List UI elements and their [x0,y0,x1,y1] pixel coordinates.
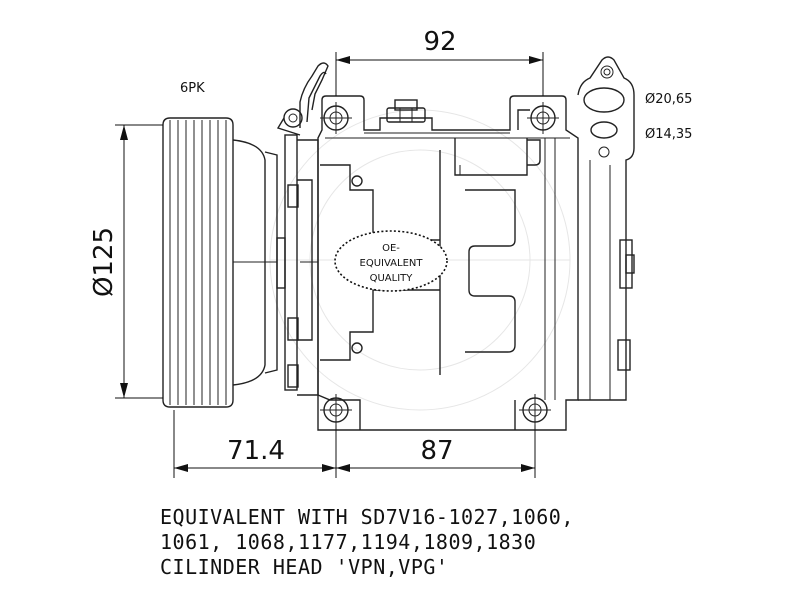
belt-profile-label: 6PK [180,81,205,96]
port-block [577,56,635,401]
notes-line-2: 1061, 1068,1177,1194,1809,1830 [160,530,537,554]
notes-line-1: EQUIVALENT WITH SD7V16-1027,1060, [160,505,574,529]
mounting-holes [320,102,559,426]
port-small-label: Ø14,35 [645,127,692,142]
port-large-label: Ø20,65 [645,92,692,107]
badge-line-1: OE- [382,243,400,254]
dimension-bottom: 71.4 87 [173,410,536,478]
notes-line-3: CILINDER HEAD 'VPN,VPG' [160,555,449,579]
dim-mount-label: 87 [420,436,453,466]
mounting-hole-top-left [320,102,352,134]
dimension-pulley-diameter: Ø125 [89,124,163,399]
port-labels: Ø20,65 Ø14,35 [645,92,692,142]
mounting-hole-bottom-left [320,394,352,426]
mounting-hole-bottom-right [519,394,551,426]
dim-pulley-diameter-label: Ø125 [89,227,119,297]
badge-line-3: QUALITY [370,273,414,284]
dimension-top: 92 [335,27,544,96]
pulley-assembly [162,117,286,408]
mounting-hole-top-right [527,102,559,134]
compatibility-notes: EQUIVALENT WITH SD7V16-1027,1060, 1061, … [160,505,574,580]
dim-top-label: 92 [423,27,456,57]
dim-clutch-label: 71.4 [227,436,285,466]
top-hex-bolt [386,99,426,123]
top-fitting [276,62,329,136]
pulley-grooves [169,120,227,405]
badge-line-2: EQUIVALENT [360,258,424,269]
clutch-flange [284,134,319,396]
oe-equivalent-badge: OE- EQUIVALENT QUALITY [334,230,448,292]
